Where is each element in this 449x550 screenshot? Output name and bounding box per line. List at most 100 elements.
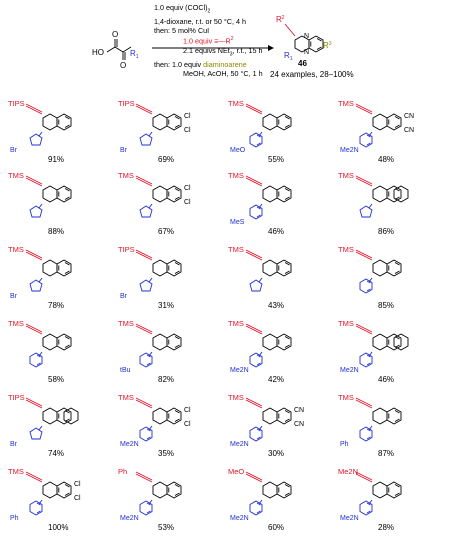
alkyne-bond [25,249,43,259]
alkyne-substituent: TMS [338,393,354,402]
fused-substituent-2: CN [294,421,304,428]
product-r2: R2 [276,15,285,24]
aryl-label: MeS [230,219,245,226]
aryl-bond [258,499,263,505]
alkyne-bond [245,103,263,113]
aryl-label: Br [120,147,128,154]
alkyne-substituent: TMS [228,245,244,254]
fused-substituent-1: Cl [184,407,191,414]
product-alkyne [284,23,296,37]
alkyne-bond [355,323,373,333]
alkyne-bond [245,249,263,259]
quinoxaline-core [152,259,182,277]
quinoxaline-core [42,113,72,131]
alkyne-bond-2 [355,105,373,115]
alkyne-substituent: TIPS [8,393,25,402]
aryl-label: Me2N [120,515,139,522]
reactant-r1: R1 [130,49,139,60]
aryl-ring [139,205,153,218]
condition-line-2: 1,4-dioxane, r.t. or 50 °C, 4 h [154,16,246,26]
quinoxaline-core [372,259,402,277]
quinoxaline-core [42,333,72,351]
aryl-bond [148,425,153,431]
aryl-bond [258,351,263,357]
yield: 53% [158,523,174,532]
aryl-ring [139,279,153,292]
reaction-conditions: 1.0 equiv (COCl)2 1,4-dioxane, r.t. or 5… [154,3,263,78]
aryl-bond [368,425,373,431]
alkyne-bond-2 [25,473,43,483]
aryl-label: Me2N [340,515,359,522]
condition-line-6: then: 1.0 equiv diaminoarene [154,59,247,69]
alkyne-bond [25,397,43,407]
yield: 46% [268,227,284,236]
aryl-bond [38,131,43,137]
alkyne-substituent: TMS [8,467,24,476]
alkyne-bond [25,471,43,481]
condition-line-7: MeOH, AcOH, 50 °C, 1 h [183,69,263,79]
aryl-bond [148,277,153,283]
aryl-bond [368,203,373,209]
yield: 74% [48,449,64,458]
aryl-bond [38,203,43,209]
yield: 28% [378,523,394,532]
alkyne-bond-2 [135,251,153,261]
quinoxaline-core [372,113,402,131]
alkyne-bond-2 [355,399,373,409]
alkyne-bond-2 [135,399,153,409]
condition-line-4: 1.0 equiv ≡—R2 [183,36,234,46]
quinoxaline-core [152,481,182,499]
yield: 78% [48,301,64,310]
aryl-label: MeO [230,147,246,154]
alkyne-substituent: MeO [228,467,244,476]
alkyne-bond [25,103,43,113]
fused-substituent-1: Cl [74,481,81,488]
yield: 100% [48,523,68,532]
aryl-label: Me2N [230,515,249,522]
alkyne-bond-2 [25,177,43,187]
quinoxaline-core [262,333,292,351]
alkyne-substituent: TMS [8,319,24,328]
alkyne-bond-2 [135,473,153,483]
fused-substituent-1: Cl [184,185,191,192]
condition-line-3: then: 5 mol% CuI [154,26,210,36]
quinoxaline-core [262,481,292,499]
yield: 42% [268,375,284,384]
aryl-bond [38,351,43,357]
alkyne-bond-2 [245,251,263,261]
quinoxaline-core [262,259,292,277]
alkyne-substituent: Ph [118,467,127,476]
quinoxaline-core [152,185,182,203]
quinoxaline-core [262,185,292,203]
quinoxaline-core [152,333,182,351]
alkyne-substituent: TMS [338,99,354,108]
yield: 87% [378,449,394,458]
quinoxaline-core [152,407,182,425]
benzo-ring [393,185,409,203]
alkyne-substituent: TMS [228,171,244,180]
product-n-top: N [304,33,309,40]
aryl-label: Me2N [120,441,139,448]
alkyne-bond [245,175,263,185]
aryl-bond [368,277,373,283]
alkyne-bond [245,397,263,407]
aryl-label: Ph [10,515,19,522]
aryl-bond [148,351,153,357]
alkyne-bond-2 [355,177,373,187]
alkyne-bond-2 [135,105,153,115]
aryl-bond [148,131,153,137]
aryl-ring [29,279,43,292]
aryl-bond [38,277,43,283]
alkyne-bond [355,397,373,407]
alkyne-bond [135,471,153,481]
alkyne-substituent: TMS [338,319,354,328]
product-n-bottom: N [304,49,309,56]
alkyne-bond-2 [245,325,263,335]
